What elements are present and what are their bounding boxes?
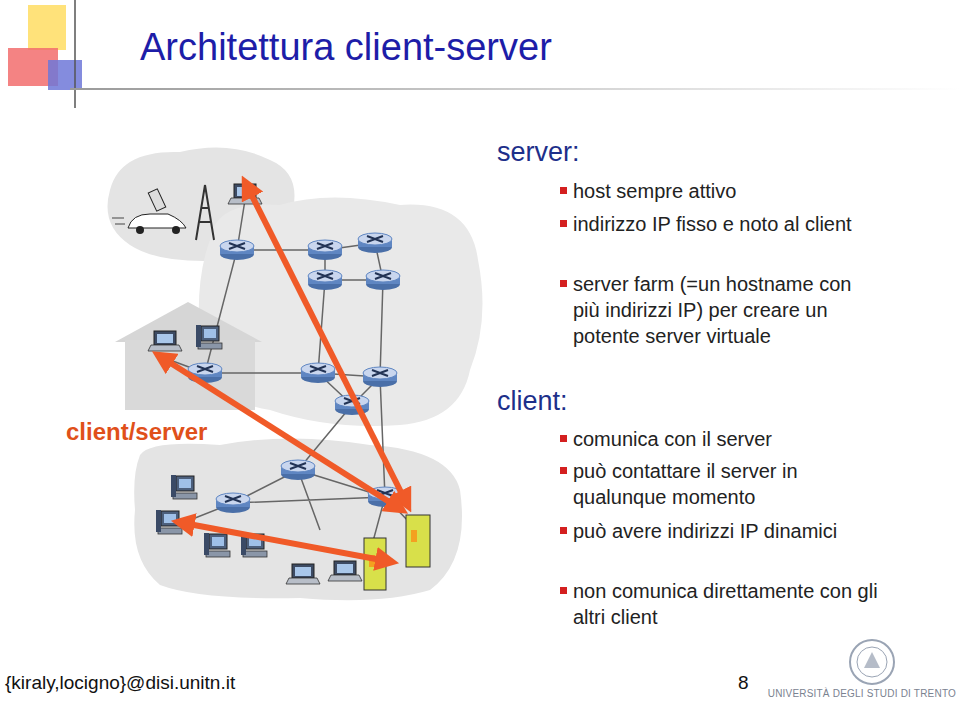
bullet-text: può contattare il server in qualunque mo… [573, 458, 883, 510]
bullet-text: indirizzo IP fisso e noto al client [573, 211, 883, 237]
bullet-text: server farm (=un hostname con più indiri… [573, 271, 883, 349]
section-heading: client: [497, 386, 568, 417]
bullet-text: non comunica direttamente con gli altri … [573, 578, 883, 630]
page-number: 8 [738, 672, 749, 694]
bullet-text: può avere indirizzi IP dinamici [573, 518, 883, 544]
slide-title: Architettura client-server [140, 26, 552, 69]
footer-email: {kiraly,locigno}@disi.unitn.it [5, 672, 235, 694]
bullet-text: comunica con il server [573, 426, 883, 452]
university-name: UNIVERSITÀ DEGLI STUDI DI TRENTO [768, 688, 956, 699]
bullet-text: host sempre attivo [573, 178, 883, 204]
figure-label: client/server [66, 418, 207, 446]
section-heading: server: [497, 137, 580, 168]
